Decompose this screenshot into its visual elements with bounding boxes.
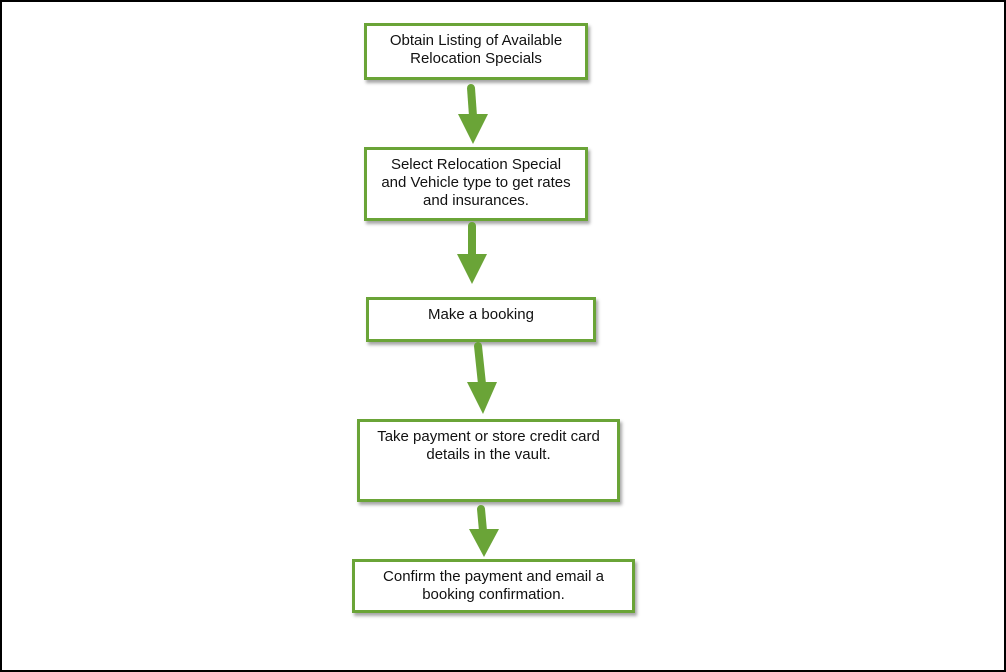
step-make-booking: Make a booking: [366, 297, 596, 342]
arrow-down-icon: [469, 505, 499, 557]
step-make-booking-label: Make a booking: [428, 306, 534, 323]
step-obtain-listing: Obtain Listing of Available Relocation S…: [364, 23, 588, 80]
step-confirm-payment-label: Confirm the payment and email a booking …: [383, 568, 604, 603]
arrow-down-icon: [457, 222, 487, 284]
step-select-special-label: Select Relocation Special and Vehicle ty…: [381, 156, 571, 209]
step-confirm-payment: Confirm the payment and email a booking …: [352, 559, 635, 613]
arrow-down-icon: [458, 84, 488, 144]
step-select-special: Select Relocation Special and Vehicle ty…: [364, 147, 588, 221]
step-take-payment: Take payment or store credit card detail…: [357, 419, 620, 502]
arrow-down-icon: [467, 342, 497, 414]
step-obtain-listing-label: Obtain Listing of Available Relocation S…: [389, 32, 563, 67]
step-take-payment-label: Take payment or store credit card detail…: [377, 428, 600, 463]
